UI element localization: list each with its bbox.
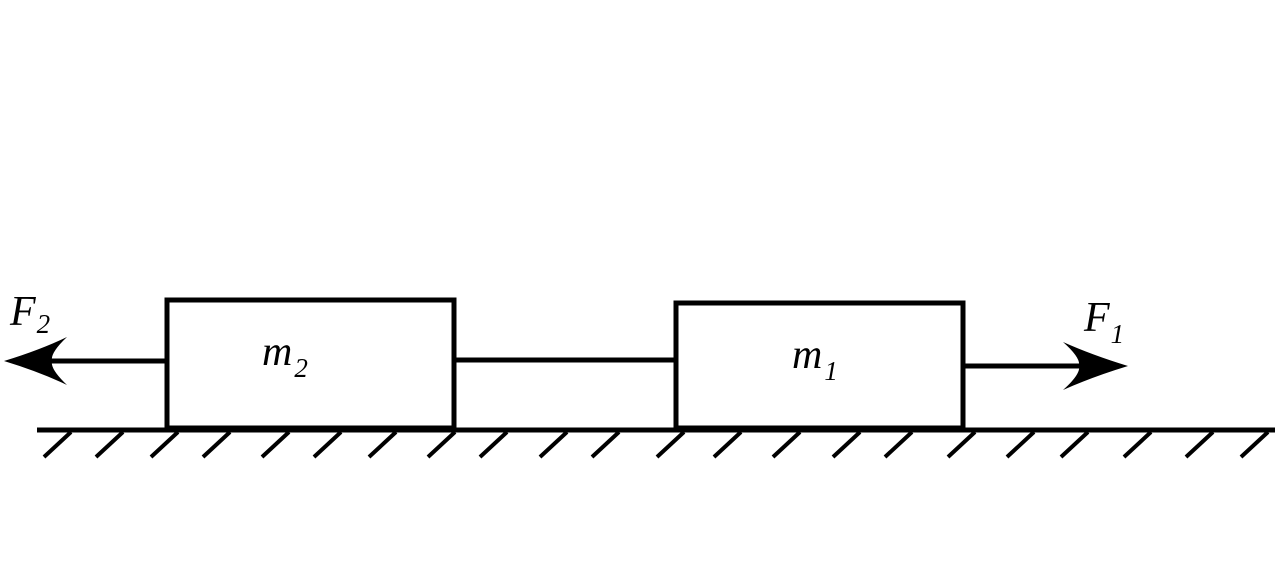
ground-hatch-mark	[1059, 430, 1090, 459]
force-f2-label-sub: 2	[37, 309, 51, 339]
ground-hatch-mark	[312, 430, 343, 459]
force-f2-label: F2	[9, 289, 50, 339]
ground-hatch-mark	[426, 430, 457, 459]
ground-hatch-mark	[538, 430, 569, 459]
ground-hatch-mark	[831, 430, 862, 459]
block-m1-label-main: m	[792, 332, 822, 378]
block-m1-label-sub: 1	[824, 356, 838, 386]
ground-hatch-mark	[655, 430, 686, 459]
block-m2-label: m2	[262, 329, 308, 383]
force-f2: F2	[4, 289, 167, 385]
block-m2: m2	[164, 297, 457, 431]
ground-hatch-mark	[367, 430, 398, 459]
ground-hatch-mark	[771, 430, 802, 459]
block-m2-box	[164, 297, 457, 431]
ground-hatch-mark	[260, 430, 291, 459]
block-m1: m1	[673, 300, 966, 431]
ground-hatch-mark	[201, 430, 232, 459]
ground-hatch-mark	[946, 430, 977, 459]
ground-hatch-mark	[1122, 430, 1153, 459]
block-m1-label: m1	[792, 332, 838, 386]
ground-hatch-mark	[94, 430, 125, 459]
ground	[37, 427, 1275, 459]
ground-hatch-mark	[1239, 430, 1270, 459]
force-f1: F1	[963, 295, 1128, 390]
force-f1-label-main: F	[1083, 295, 1110, 341]
block-m2-label-sub: 2	[294, 353, 308, 383]
ground-hatch-mark	[42, 430, 73, 459]
ground-hatch-mark	[590, 430, 621, 459]
ground-hatch-mark	[712, 430, 743, 459]
force-f1-arrowhead	[1063, 342, 1128, 390]
ground-hatch-mark	[1005, 430, 1036, 459]
block-m2-label-main: m	[262, 329, 292, 375]
ground-hatch-mark	[478, 430, 509, 459]
ground-hatch-mark	[1184, 430, 1215, 459]
force-f1-label-sub: 1	[1111, 319, 1125, 349]
force-f1-label: F1	[1083, 295, 1124, 349]
force-f2-arrowhead	[4, 337, 67, 385]
force-f2-label-main: F	[9, 289, 36, 335]
ground-hatch-mark	[149, 430, 180, 459]
ground-hatch-mark	[883, 430, 914, 459]
ground-hatching	[42, 430, 1270, 459]
